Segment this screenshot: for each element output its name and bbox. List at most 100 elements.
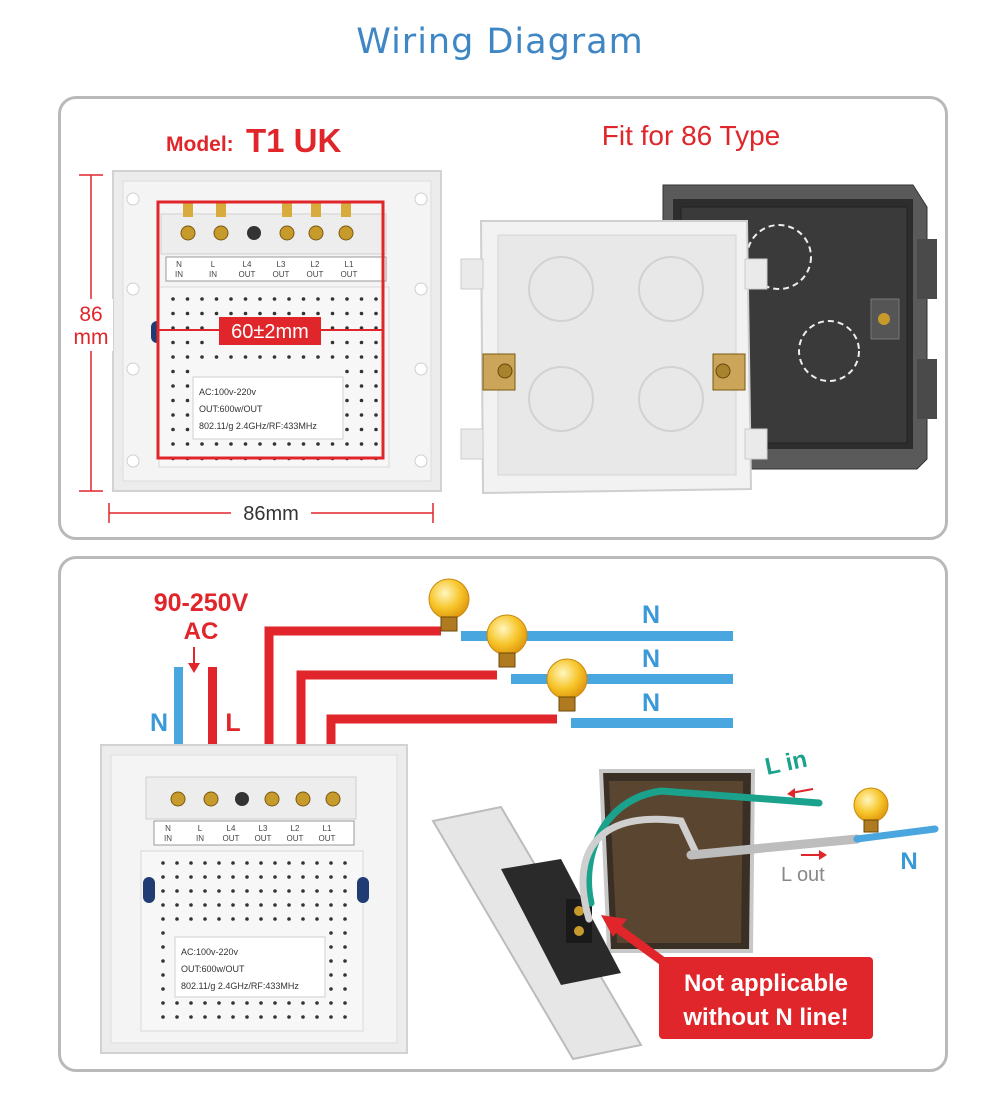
vent-dot — [287, 903, 291, 907]
vent-dot — [315, 889, 319, 893]
vent-dot — [171, 326, 175, 330]
vent-dot — [273, 1001, 277, 1005]
vent-dot — [374, 427, 378, 432]
vent-dot — [374, 413, 378, 417]
vent-dot — [161, 903, 165, 907]
vent-dot — [315, 875, 319, 879]
vent-dot — [231, 861, 235, 865]
neutral-line-label: N — [642, 601, 660, 629]
vent-dot — [259, 1015, 263, 1019]
vent-dot — [214, 311, 219, 316]
vent-dot — [258, 297, 262, 301]
vent-dot — [185, 427, 190, 432]
vent-dot — [316, 442, 320, 446]
vent-dot — [272, 442, 277, 446]
vent-dot — [171, 297, 175, 301]
terminal-label: OUT — [307, 270, 324, 279]
vent-dot — [161, 889, 165, 893]
vent-dot — [330, 340, 335, 345]
vent-dot — [374, 384, 378, 388]
terminal-label: L4 — [227, 824, 236, 833]
vent-dot — [329, 945, 333, 949]
terminal-label: OUT — [239, 270, 256, 279]
vent-dot — [175, 903, 179, 907]
vent-dot — [330, 355, 335, 359]
vent-dot — [287, 1015, 291, 1019]
vent-dot — [359, 340, 364, 345]
terminal-label: N — [165, 824, 171, 833]
vent-dot — [316, 355, 320, 359]
vent-dot — [185, 297, 190, 301]
height-dimension: 86 mm — [69, 174, 113, 492]
spec-line: AC:100v-220v — [181, 947, 239, 957]
vent-dot — [203, 875, 207, 879]
terminal-label: OUT — [319, 834, 336, 843]
warning-line: without N line! — [682, 1004, 848, 1031]
vent-dot — [231, 917, 235, 921]
vent-dot — [161, 945, 165, 949]
vent-dot — [374, 311, 378, 316]
terminal-label: L2 — [291, 824, 300, 833]
vent-dot — [345, 413, 349, 417]
vent-dot — [343, 931, 347, 935]
vent-dot — [185, 384, 190, 388]
vent-dot — [301, 861, 305, 865]
vent-dot — [217, 903, 221, 907]
vent-dot — [329, 917, 333, 921]
vent-dot — [330, 311, 335, 316]
vent-dot — [343, 945, 347, 949]
vent-dot — [343, 861, 347, 865]
neutral-line-labels: N N N — [642, 601, 660, 717]
live-input-wire — [208, 667, 217, 797]
vent-dot — [315, 1001, 319, 1005]
vent-dot — [374, 369, 378, 374]
vent-dot — [374, 297, 378, 301]
vent-dot — [200, 340, 204, 345]
vent-dot — [245, 861, 249, 865]
height-unit: mm — [74, 326, 109, 349]
vent-dot — [171, 369, 175, 374]
hole-spacing-label: 60±2mm — [231, 321, 309, 343]
vent-dot — [301, 889, 305, 893]
terminal-label: OUT — [273, 270, 290, 279]
vent-dot — [203, 1001, 207, 1005]
terminal-label: L2 — [311, 260, 320, 269]
vent-dot — [259, 889, 263, 893]
dimensions-drawing: Model: T1 UK Fit for 86 Type — [69, 120, 937, 525]
vent-dot — [287, 442, 291, 446]
vent-dot — [185, 442, 190, 446]
vent-dot — [287, 1001, 291, 1005]
vent-dot — [301, 1001, 305, 1005]
vent-dot — [258, 311, 262, 316]
vent-dot — [359, 355, 364, 359]
height-value: 86 — [79, 303, 102, 326]
vent-dot — [200, 326, 204, 330]
vent-dot — [217, 917, 221, 921]
vent-dot — [231, 1001, 235, 1005]
vent-dot — [171, 340, 175, 345]
vent-dot — [245, 875, 249, 879]
warning-arrow-icon — [601, 915, 668, 967]
vent-dot — [343, 959, 347, 963]
terminal-labels-top: N IN L IN L4 OUT L3 OUT L2 OUT L1 OUT — [175, 260, 358, 279]
vent-dot — [329, 973, 333, 977]
terminal-label: OUT — [287, 834, 304, 843]
vent-dot — [161, 959, 165, 963]
vent-dot — [345, 369, 349, 374]
bulb-icon — [853, 787, 889, 833]
vent-dot — [329, 903, 333, 907]
vent-dot — [245, 917, 249, 921]
vent-dot — [245, 889, 249, 893]
vent-dot — [359, 311, 364, 316]
vent-dot — [343, 1001, 347, 1005]
vent-dot — [273, 903, 277, 907]
vent-dot — [185, 326, 190, 330]
vent-dots — [161, 861, 347, 1019]
vent-dot — [359, 369, 364, 374]
vent-dot — [329, 987, 333, 991]
switch-plate-photo — [431, 805, 643, 1061]
vent-dot — [301, 442, 306, 446]
vent-dot — [301, 1015, 305, 1019]
vent-dot — [175, 917, 179, 921]
vent-dot — [161, 931, 165, 935]
